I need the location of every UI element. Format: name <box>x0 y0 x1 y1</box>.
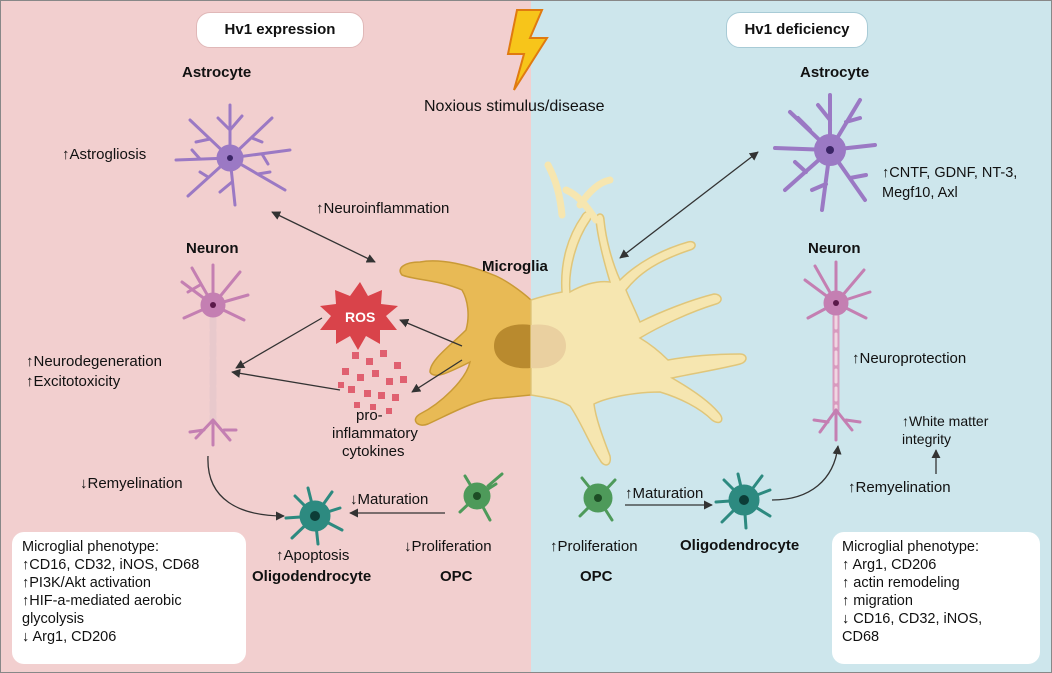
right-neuron-icon <box>803 260 872 442</box>
right-neuron-label: Neuron <box>808 240 861 257</box>
left-phenotype-line: Microglial phenotype: <box>22 539 160 555</box>
left-opc-label: OPC <box>440 568 473 585</box>
left-astrocyte-icon <box>174 103 292 207</box>
left-phenotype-box: Microglial phenotype: ↑CD16, CD32, iNOS,… <box>12 532 246 664</box>
remyelination-left-label: ↓Remyelination <box>80 475 183 492</box>
cytokines-line-1: pro- <box>356 407 383 424</box>
remyelination-right-label: ↑Remyelination <box>848 479 951 496</box>
left-opc-icon <box>458 472 504 522</box>
right-phenotype-line: ↑ migration <box>842 593 913 609</box>
cytokines-dots-icon <box>338 350 407 414</box>
arrow-to-ros <box>399 318 463 347</box>
cytokines-line-3: cytokines <box>342 443 405 460</box>
arrows <box>207 151 941 521</box>
arrow-cytokines-to-neuron <box>231 368 341 391</box>
right-phenotype-line: ↑ actin remodeling <box>842 575 960 591</box>
microglia-label: Microglia <box>482 258 548 275</box>
right-oligodendrocyte-label: Oligodendrocyte <box>680 537 800 554</box>
astrogliosis-label: ↑Astrogliosis <box>62 146 147 163</box>
proliferation-left-label: ↓Proliferation <box>404 538 492 555</box>
left-neuron-label: Neuron <box>186 240 239 257</box>
right-opc-icon <box>578 476 617 522</box>
ros-label: ROS <box>345 309 376 325</box>
neuroprotection-label: ↑Neuroprotection <box>852 350 967 367</box>
left-title: Hv1 expression <box>196 12 364 48</box>
factors-line-2: Megf10, Axl <box>882 185 958 201</box>
left-phenotype-line: ↑CD16, CD32, iNOS, CD68 <box>22 557 200 573</box>
right-phenotype-line: Microglial phenotype: <box>842 539 980 555</box>
arrow-neuroinflammation <box>271 211 376 263</box>
right-phenotype-box: Microglial phenotype: ↑ Arg1, CD206 ↑ ac… <box>832 532 1040 664</box>
maturation-right-label: ↑Maturation <box>625 485 704 502</box>
arrow-to-cytokines <box>411 359 463 393</box>
arrow-remyelination-left <box>207 455 285 521</box>
right-phenotype-line: ↓ CD16, CD32, iNOS, <box>842 611 983 627</box>
right-phenotype-line: ↑ Arg1, CD206 <box>842 557 937 573</box>
apoptosis-label: ↑Apoptosis <box>276 547 350 564</box>
left-phenotype-line: glycolysis <box>22 611 85 627</box>
left-phenotype-line: ↓ Arg1, CD206 <box>22 629 117 645</box>
left-phenotype-line: ↑PI3K/Akt activation <box>22 575 151 591</box>
left-oligodendrocyte-icon <box>284 486 344 546</box>
cytokines-line-2: inflammatory <box>332 425 418 442</box>
proliferation-right-label: ↑Proliferation <box>550 538 638 555</box>
arrow-ros-to-neuron <box>235 317 323 369</box>
right-title: Hv1 deficiency <box>726 12 868 48</box>
lightning-icon <box>506 9 549 91</box>
factors-line-1: ↑CNTF, GDNF, NT-3, <box>882 165 1018 181</box>
arrow-remyelination-right <box>771 445 842 501</box>
left-oligodendrocyte-label: Oligodendrocyte <box>252 568 372 585</box>
right-phenotype-line: CD68 <box>842 629 880 645</box>
arrow-astrocyte-right <box>619 151 759 259</box>
white-matter-line-2: integrity <box>902 431 952 447</box>
ros-burst-icon <box>320 282 398 350</box>
left-neuron-icon <box>180 263 250 447</box>
stimulus-label: Noxious stimulus/disease <box>424 98 605 115</box>
right-astrocyte-icon <box>773 93 877 212</box>
white-matter-line-1: ↑White matter <box>902 413 989 429</box>
maturation-left-label: ↓Maturation <box>350 491 429 508</box>
microglia-right-half-icon <box>530 161 747 466</box>
left-phenotype-line: ↑HIF-a-mediated aerobic <box>22 593 182 609</box>
neurodegeneration-label: ↑Neurodegeneration <box>26 353 162 370</box>
neuroinflammation-label: ↑Neuroinflammation <box>316 200 450 217</box>
microglia-left-half-icon <box>399 260 532 426</box>
left-astrocyte-label: Astrocyte <box>182 64 252 81</box>
excitotoxicity-label: ↑Excitotoxicity <box>26 373 121 390</box>
right-astrocyte-label: Astrocyte <box>800 64 870 81</box>
right-opc-label: OPC <box>580 568 613 585</box>
right-oligodendrocyte-icon <box>714 472 772 530</box>
